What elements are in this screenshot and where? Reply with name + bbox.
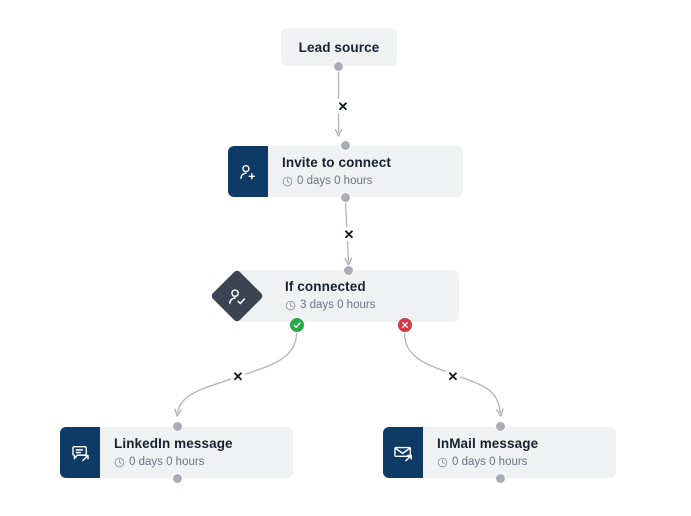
node-lead-source[interactable]: Lead source: [281, 28, 397, 66]
edge-delete-lead-to-invite[interactable]: ✕: [336, 98, 350, 114]
node-if-connected-title: If connected: [285, 279, 366, 295]
node-inmail-message-body: InMail message 0 days 0 hours: [423, 427, 616, 478]
branch-badge-yes[interactable]: [289, 317, 305, 333]
port-lead-source-output[interactable]: [333, 61, 344, 72]
node-inmail-message-title: InMail message: [437, 435, 539, 451]
node-linkedin-message-title: LinkedIn message: [114, 435, 233, 451]
chat-bubble-send-icon: [60, 427, 100, 478]
clock-icon: [114, 457, 125, 468]
port-linkedin-message-output[interactable]: [172, 473, 183, 484]
port-inmail-message-input[interactable]: [495, 421, 506, 432]
node-invite-to-connect-delay: 0 days 0 hours: [282, 175, 463, 189]
node-if-connected-body: If connected 3 days 0 hours: [235, 270, 459, 322]
port-linkedin-message-input[interactable]: [172, 421, 183, 432]
node-inmail-message[interactable]: InMail message 0 days 0 hours: [383, 427, 616, 478]
node-if-connected-delay: 3 days 0 hours: [285, 299, 459, 313]
person-add-icon: [228, 146, 268, 197]
node-invite-to-connect-body: Invite to connect 0 days 0 hours: [268, 146, 463, 197]
port-invite-to-connect-output[interactable]: [340, 192, 351, 203]
clock-icon: [437, 457, 448, 468]
node-linkedin-message[interactable]: LinkedIn message 0 days 0 hours: [60, 427, 293, 478]
clock-icon: [285, 300, 296, 311]
node-invite-to-connect-title: Invite to connect: [282, 154, 391, 170]
node-linkedin-message-delay: 0 days 0 hours: [114, 456, 293, 470]
node-if-connected-shape[interactable]: [210, 269, 264, 323]
node-if-connected[interactable]: If connected 3 days 0 hours: [235, 270, 459, 322]
node-if-connected-delay-text: 3 days 0 hours: [300, 299, 376, 312]
node-inmail-message-delay-text: 0 days 0 hours: [452, 455, 528, 468]
port-inmail-message-output[interactable]: [495, 473, 506, 484]
branch-badge-no[interactable]: [397, 317, 413, 333]
node-invite-to-connect-delay-text: 0 days 0 hours: [297, 174, 373, 187]
node-linkedin-message-delay-text: 0 days 0 hours: [129, 455, 205, 468]
node-lead-source-title: Lead source: [298, 39, 380, 55]
edge-delete-invite-to-if[interactable]: ✕: [342, 226, 356, 242]
clock-icon: [282, 176, 293, 187]
node-invite-to-connect[interactable]: Invite to connect 0 days 0 hours: [228, 146, 463, 197]
node-inmail-message-delay: 0 days 0 hours: [437, 456, 616, 470]
node-linkedin-message-body: LinkedIn message 0 days 0 hours: [100, 427, 293, 478]
person-check-icon: [227, 286, 248, 307]
port-invite-to-connect-input[interactable]: [340, 140, 351, 151]
edge-delete-if-no-to-inmail[interactable]: ✕: [446, 368, 460, 384]
edge-delete-if-yes-to-linkedin[interactable]: ✕: [231, 368, 245, 384]
envelope-send-icon: [383, 427, 423, 478]
port-if-connected-input[interactable]: [343, 265, 354, 276]
